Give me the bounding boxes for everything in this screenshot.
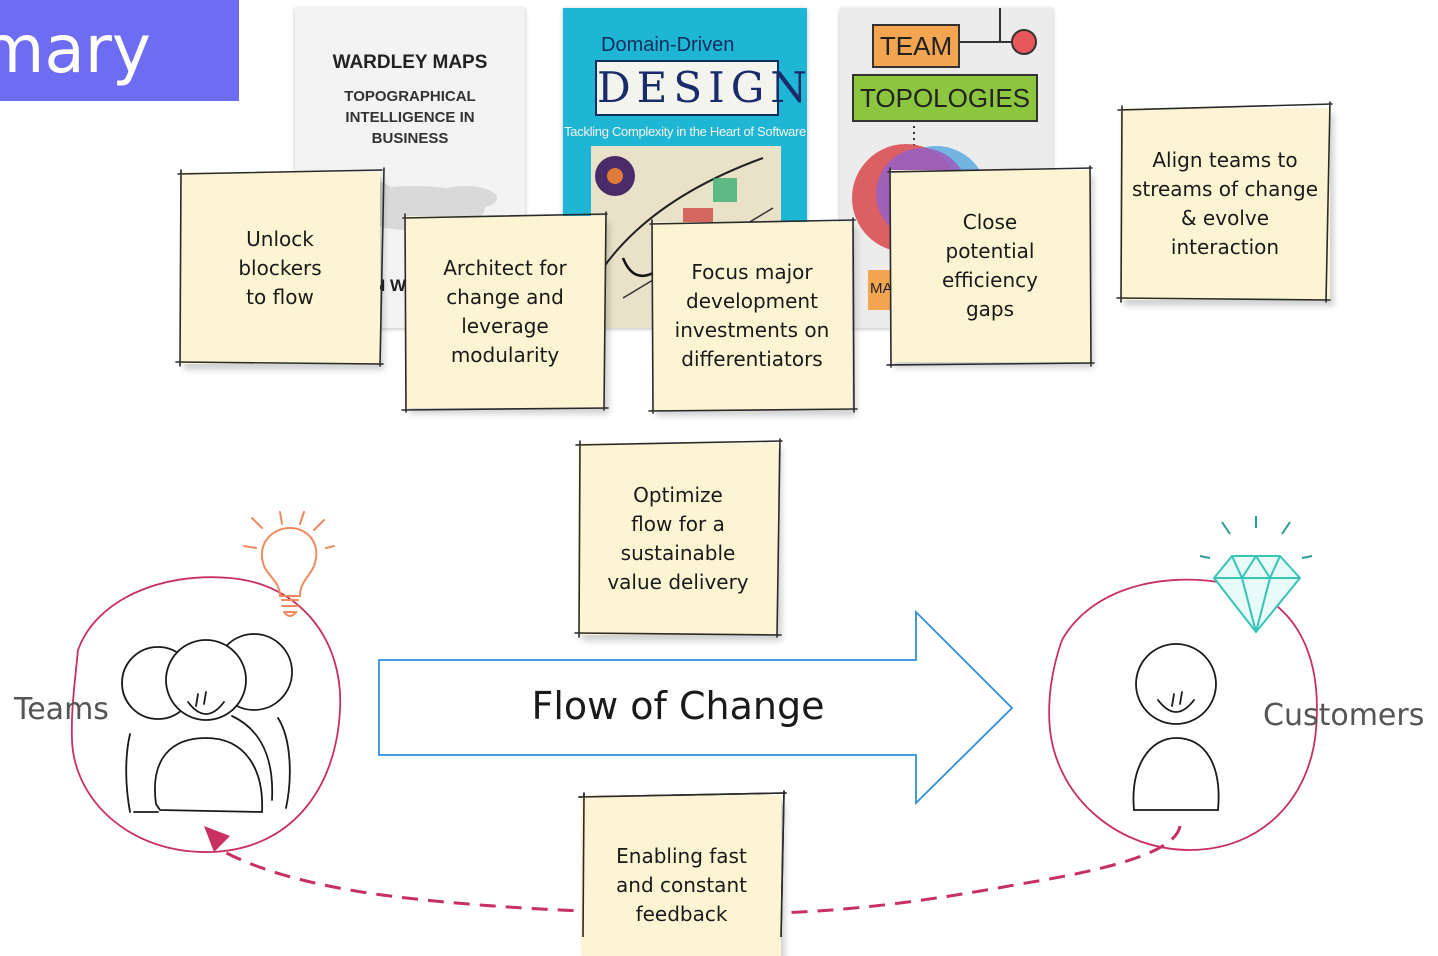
sticky-note-fast-feedback-front: Enabling fast and constant feedback [582,796,781,956]
book-wardley-subtitle: TOPOGRAPHICAL INTELLIGENCE IN BUSINESS [344,88,476,147]
flow-of-change-arrow [378,609,1014,806]
customers-label: Customers [1263,698,1425,733]
lightbulb-icon [243,511,335,617]
book-tt-title-top: TEAM [872,24,960,68]
sticky-note-focus-investments: Focus major development investments on d… [652,222,852,410]
book-team-topologies: TEAM TOPOLOGIES MA [840,8,1053,328]
sticky-note-align-teams: Align teams to streams of change & evolv… [1120,108,1330,300]
diamond-icon [1199,516,1313,633]
book-wardley-title: WARDLEY MAPS [332,52,488,73]
book-ddd-subtitle: Tackling Complexity in the Heart of Soft… [564,124,806,139]
book-tt-title-bottom: TOPOLOGIES [852,74,1038,122]
book-tt-author: MA [870,280,893,297]
feedback-arrowhead [204,826,230,852]
team-people-icon [121,633,293,813]
book-ddd-title: DESIGN [595,60,807,116]
title-bar: mary [0,0,239,101]
sticky-note-unlock-blockers: Unlock blockers to flow [180,172,380,364]
teams-circle [70,576,342,853]
sticky-note-architect-for-change: Architect for change and leverage modula… [405,216,605,408]
sticky-note-optimize-flow: Optimize flow for a sustainable value de… [578,443,778,635]
customer-person-icon [1132,643,1220,811]
flow-of-change-label: Flow of Change [531,684,825,728]
customers-circle [1048,578,1318,851]
sticky-note-close-efficiency-gaps: Close potential efficiency gaps [890,170,1090,362]
slide-title: mary [0,11,151,88]
teams-label: Teams [14,692,109,727]
book-ddd-overline: Domain-Driven [601,34,735,56]
